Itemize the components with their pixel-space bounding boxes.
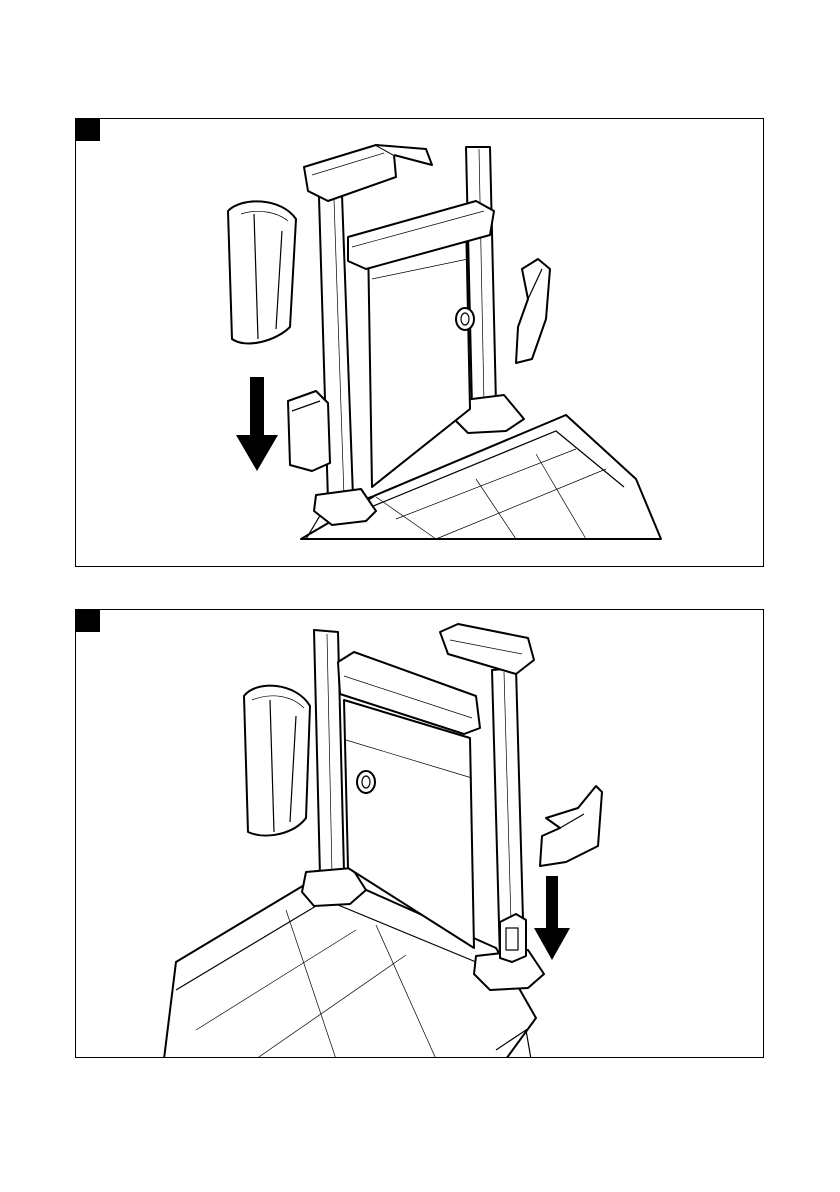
illustration-2 [76,610,764,1058]
down-arrow-icon [534,876,570,960]
figure-panel-1 [75,118,764,567]
shield-cover-part [244,686,310,836]
down-arrow-icon [236,377,278,471]
adjustment-knob [456,308,474,330]
top-handle [304,145,432,201]
side-holder-right [516,259,550,363]
shield-cover-part [228,201,296,343]
mounting-clip-right [500,914,526,962]
mounting-clip-left [288,391,330,471]
side-holder-part [540,786,602,866]
adjustment-knob [357,771,375,793]
top-handle [440,624,534,674]
figure-panel-2 [75,609,764,1058]
illustration-1 [76,119,764,567]
